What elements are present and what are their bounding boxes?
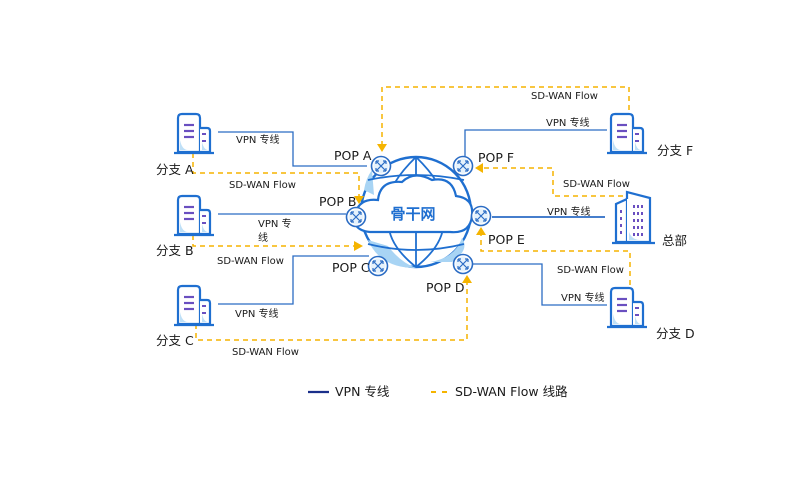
sdwan-line-f-to-pop-a — [381, 86, 630, 145]
sdwan-line-hq-to-pop-f — [482, 167, 632, 197]
pop-c-router-icon — [367, 255, 389, 277]
sdwan-lines — [192, 86, 632, 341]
pop-d-router-icon — [452, 253, 474, 275]
branch-b-label: 分支 B — [156, 243, 194, 258]
vpn-b-label-line1: VPN 专 — [258, 217, 292, 230]
vpn-lines — [218, 129, 607, 306]
pop-f-label: POP F — [478, 150, 514, 165]
vpn-a-label: VPN 专线 — [236, 133, 280, 146]
sdwan-line-b-to-pop-c — [192, 235, 355, 247]
arrow-head — [462, 275, 472, 283]
legend-vpn-label: VPN 专线 — [335, 384, 390, 399]
pop-e-label: POP E — [488, 232, 525, 247]
branch-d-building-icon — [605, 286, 649, 329]
vpn-c-label: VPN 专线 — [235, 307, 279, 320]
sdwan-line-d-to-pop-e — [480, 234, 631, 285]
sdwan-line-c-to-pop-d — [195, 282, 468, 341]
vpn-b-label-line2: 线 — [258, 231, 268, 244]
branch-a-label: 分支 A — [156, 162, 194, 177]
pop-b-router-icon — [345, 206, 367, 228]
legend-sdwan-label: SD-WAN Flow 线路 — [455, 384, 568, 399]
vpn-line-f — [464, 129, 607, 158]
legend: VPN 专线 SD-WAN Flow 线路 — [308, 384, 568, 399]
sdwan-hq-label: SD-WAN Flow — [563, 179, 630, 190]
headquarters-building-icon — [612, 190, 655, 245]
branch-f-building-icon — [605, 112, 649, 155]
branch-b-building-icon — [172, 194, 216, 237]
headquarters-label: 总部 — [662, 233, 687, 248]
sdwan-f-top-label: SD-WAN Flow — [531, 91, 598, 102]
pop-c-label: POP C — [332, 260, 370, 275]
pop-a-label: POP A — [334, 148, 372, 163]
branch-a-building-icon — [172, 112, 216, 155]
arrow-head — [476, 227, 486, 235]
vpn-line-c — [218, 255, 369, 305]
sdwan-b-label: SD-WAN Flow — [217, 256, 284, 267]
vpn-e-label: VPN 专线 — [547, 205, 591, 218]
vpn-d-label: VPN 专线 — [561, 291, 605, 304]
pop-f-router-icon — [452, 155, 474, 177]
arrow-head — [377, 144, 387, 152]
sdwan-c-label: SD-WAN Flow — [232, 347, 299, 358]
vpn-line-d — [472, 263, 607, 306]
pop-d-label: POP D — [426, 280, 465, 295]
arrow-head — [475, 163, 483, 173]
vpn-f-label: VPN 专线 — [546, 116, 590, 129]
arrow-head — [354, 241, 363, 251]
branch-f-label: 分支 F — [657, 143, 693, 158]
sdwan-line-a-to-pop-b — [192, 153, 360, 196]
branch-c-label: 分支 C — [156, 333, 194, 348]
arrow-head — [354, 196, 364, 204]
pop-b-label: POP B — [319, 194, 356, 209]
sdwan-a-label: SD-WAN Flow — [229, 180, 296, 191]
pop-e-router-icon — [470, 205, 492, 227]
backbone-label: 骨干网 — [390, 205, 435, 223]
branch-c-building-icon — [172, 284, 216, 327]
sdwan-d-label: SD-WAN Flow — [557, 265, 624, 276]
vpn-line-a — [218, 131, 367, 167]
branch-d-label: 分支 D — [656, 326, 695, 341]
backbone-network-globe: 骨干网 — [353, 155, 474, 269]
pop-a-router-icon — [370, 155, 392, 177]
